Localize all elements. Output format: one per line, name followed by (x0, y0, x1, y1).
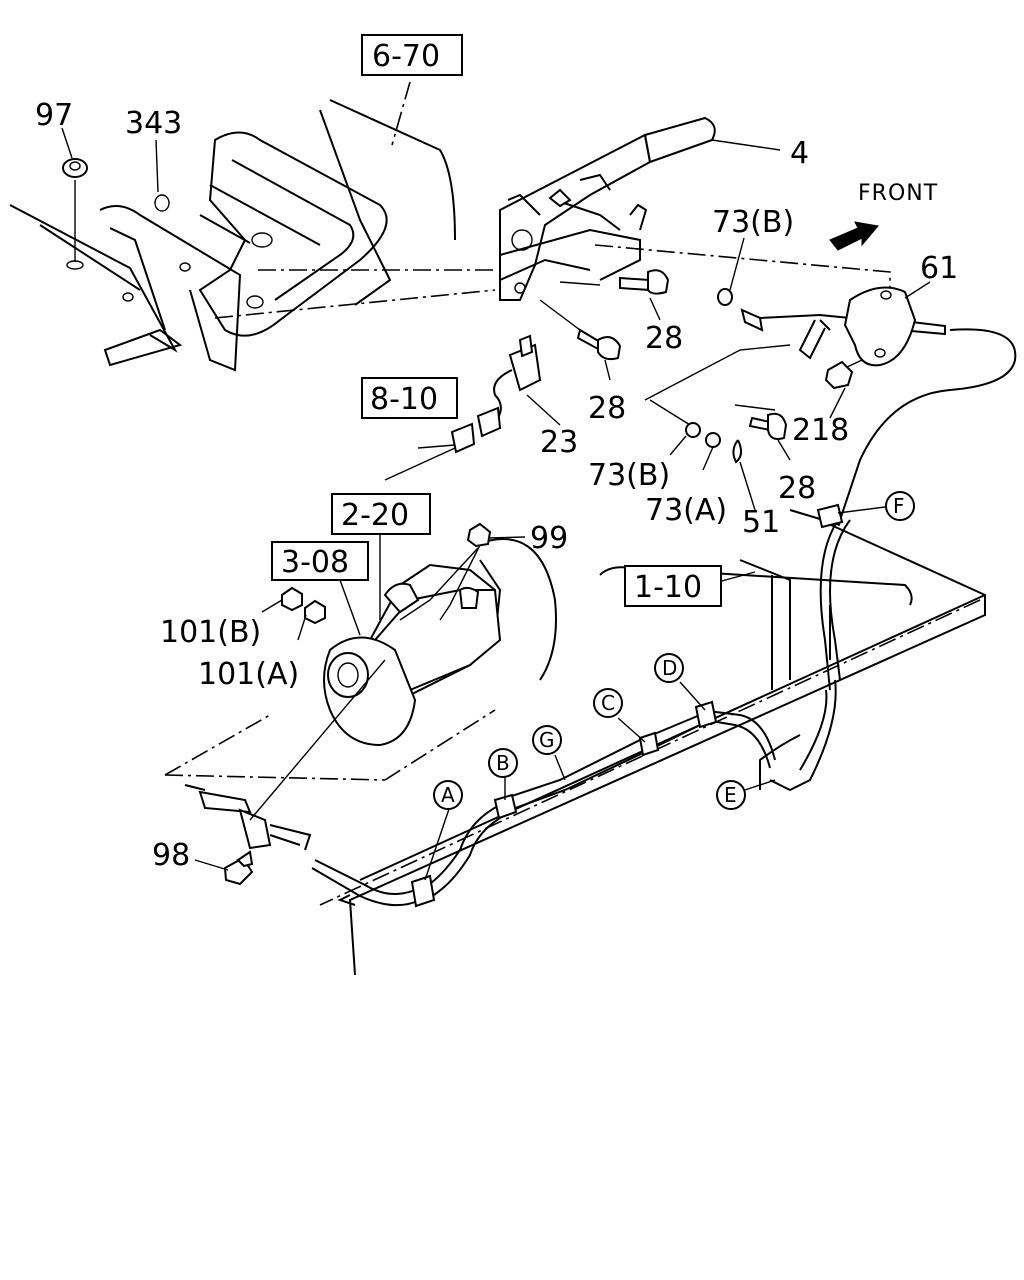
washer-73b-upper (717, 288, 733, 306)
nut-101b (281, 586, 303, 612)
part-label-28-lower: 28 (778, 471, 816, 506)
svg-text:E: E (724, 783, 737, 807)
bolt-99 (466, 522, 492, 548)
clip-label-d: D (654, 653, 684, 683)
svg-text:2-20: 2-20 (341, 498, 409, 533)
clip-label-b: B (488, 748, 518, 778)
clip-a (410, 874, 436, 908)
bolt-28-upper (619, 269, 670, 295)
part-label-98: 98 (152, 838, 190, 873)
svg-text:C: C (601, 691, 615, 715)
clip-label-f: F (885, 491, 915, 521)
ref-box-6-70: 6-70 (361, 34, 463, 76)
svg-text:B: B (496, 751, 510, 775)
front-cable (740, 286, 1017, 521)
part-label-218: 218 (792, 413, 849, 448)
part-label-101b: 101(B) (160, 615, 261, 650)
clip-label-e: E (716, 780, 746, 810)
leader-6-70 (391, 81, 411, 146)
ref-box-2-20: 2-20 (331, 493, 431, 535)
ref-box-1-10: 1-10 (624, 565, 722, 607)
hole-343 (154, 194, 170, 212)
svg-text:6-70: 6-70 (372, 39, 440, 74)
ref-box-3-08: 3-08 (271, 541, 369, 581)
svg-text:1-10: 1-10 (634, 570, 702, 605)
part-label-28-upper: 28 (645, 321, 683, 356)
part-label-4: 4 (790, 136, 809, 171)
part-label-61: 61 (920, 251, 958, 286)
clip-label-g: G (532, 725, 562, 755)
pin-51 (732, 439, 742, 464)
svg-text:D: D (662, 656, 677, 680)
svg-text:8-10: 8-10 (370, 382, 438, 417)
part-label-28-middle: 28 (588, 391, 626, 426)
svg-text:G: G (539, 728, 555, 752)
floor-panel (9, 99, 456, 372)
nut-218 (824, 360, 854, 390)
clip-f (816, 503, 844, 529)
cable-end (184, 659, 386, 851)
clip-c (638, 731, 660, 757)
nut-101a (304, 599, 326, 625)
front-arrow-icon (829, 221, 879, 251)
ref-box-8-10: 8-10 (361, 377, 458, 419)
bolt-28-lower (748, 412, 788, 440)
part-label-73b-lower: 73(B) (588, 458, 670, 493)
clip-d (694, 700, 718, 729)
part-label-73a: 73(A) (645, 493, 727, 528)
part-label-97: 97 (35, 98, 73, 133)
front-label: FRONT (858, 181, 938, 206)
part-label-23: 23 (540, 425, 578, 460)
clip-b (493, 793, 518, 820)
clip-label-a: A (433, 780, 463, 810)
part-label-99: 99 (530, 521, 568, 556)
bolt-28-middle (576, 328, 622, 361)
part-label-73b-upper: 73(B) (712, 205, 794, 240)
washer-73a (705, 432, 721, 448)
parking-brake-lever (499, 116, 716, 301)
washer-73b-lower (685, 422, 701, 438)
svg-text:A: A (441, 783, 455, 807)
part-label-343: 343 (125, 106, 182, 141)
svg-text:F: F (893, 494, 905, 518)
svg-text:3-08: 3-08 (281, 545, 349, 580)
grommet-97 (62, 158, 88, 270)
bolt-98 (223, 850, 254, 886)
part-label-51: 51 (742, 505, 780, 540)
clip-label-c: C (593, 688, 623, 718)
part-label-101a: 101(A) (198, 657, 299, 692)
transmission (164, 538, 557, 781)
